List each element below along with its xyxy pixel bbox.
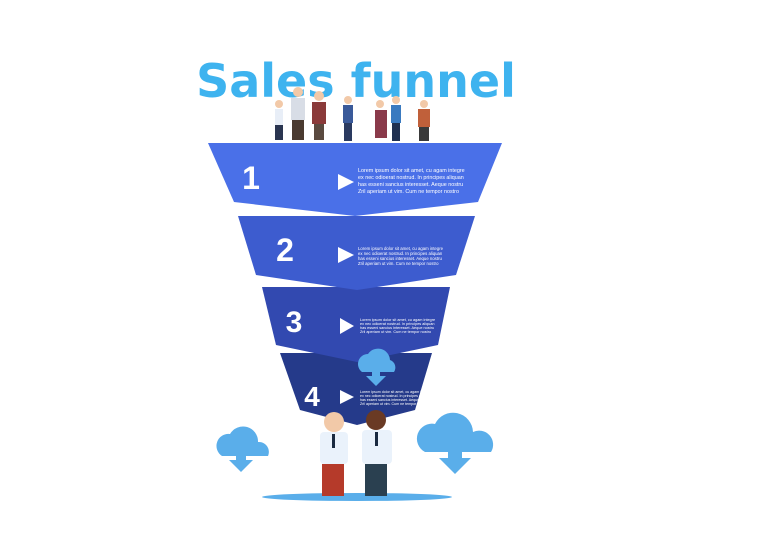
stage-description: Lorem ipsum dolor sit amet, cu agam inte…	[360, 318, 435, 334]
people-illustration	[275, 87, 430, 141]
stage-number: 1	[242, 160, 260, 196]
description-line: ex nec odioerat nostrud. In principes al…	[358, 251, 443, 256]
stage-description: Lorem ipsum dolor sit amet, cu agam inte…	[358, 168, 465, 195]
description-line: Zril aperiam ut vim. Cum ne tempor nostr…	[358, 189, 459, 195]
funnel-stage-4: 4 Lorem ipsum dolor sit amet, cu agam in…	[280, 353, 432, 425]
play-arrow-icon	[340, 390, 354, 404]
stage-description: Lorem ipsum dolor sit amet, cu agam inte…	[360, 390, 431, 406]
cloud-download-icon	[358, 348, 396, 386]
play-arrow-icon	[338, 247, 354, 263]
description-line: Lorem ipsum dolor sit amet, cu agam inte…	[360, 390, 431, 394]
description-line: has esseni sancius interesset. Aeque nos…	[360, 326, 434, 330]
funnel-stage-2: 2 Lorem ipsum dolor sit amet, cu agam in…	[238, 216, 475, 290]
funnel-stage-1: 1 Lorem ipsum dolor sit amet, cu agam in…	[208, 143, 502, 216]
title: Sales funnel	[196, 54, 516, 108]
description-line: has esseni sancius interesset. Aeque nos…	[358, 182, 463, 188]
description-line: has esseni sancius interesset. Aeque nos…	[358, 256, 442, 261]
description-line: Zril aperiam ut vim. Cum ne tempor nostr…	[360, 402, 427, 406]
stage-description: Lorem ipsum dolor sit amet, cu agam inte…	[358, 246, 444, 266]
cloud-download-icon	[216, 426, 269, 472]
description-line: ex nec odioerat nostrud. In principes al…	[360, 322, 435, 326]
description-line: ex nec odioerat nostrud. In principes al…	[360, 394, 431, 398]
description-line: Lorem ipsum dolor sit amet, cu agam inte…	[358, 168, 465, 174]
description-line: has esseni sancius interesset. Aeque nos…	[360, 398, 430, 402]
cloud-download-icon	[416, 412, 494, 474]
description-line: Zril aperiam ut vim. Cum ne tempor nostr…	[358, 261, 439, 266]
description-line: Lorem ipsum dolor sit amet, cu agam inte…	[360, 318, 435, 322]
description-line: Lorem ipsum dolor sit amet, cu agam inte…	[358, 246, 444, 251]
handshake-illustration	[262, 410, 452, 501]
funnel-stage-3: 3 Lorem ipsum dolor sit amet, cu agam in…	[262, 287, 450, 362]
description-line: Zril aperiam ut vim. Cum ne tempor nostr…	[360, 330, 431, 334]
description-line: ex nec odioerat nostrud. In principes al…	[358, 175, 464, 181]
stage-number: 4	[304, 381, 320, 412]
play-arrow-icon	[338, 174, 354, 190]
play-arrow-icon	[340, 318, 354, 334]
stage-number: 3	[286, 306, 303, 339]
stage-number: 2	[276, 232, 294, 268]
